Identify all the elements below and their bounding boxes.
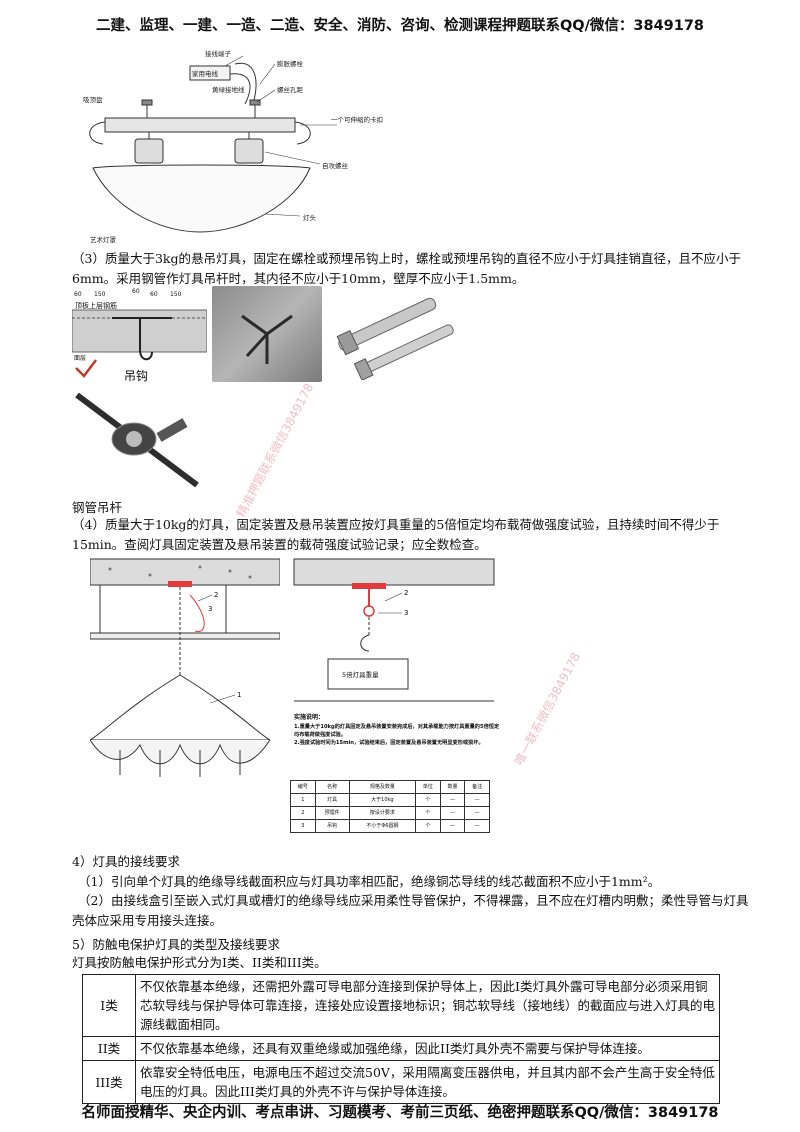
dim-5: 150: [170, 291, 182, 298]
cell: —: [464, 819, 490, 833]
section-5-title: 5）防触电保护灯具的类型及接线要求: [72, 937, 280, 952]
callout-3-right: 3: [404, 609, 408, 617]
note-line-1: 1.重量大于10kg的灯具固定及悬吊装置安装完成后，对其承载能力按灯具重量的5倍…: [294, 724, 500, 738]
cell: 3: [290, 819, 316, 833]
table-row: 1 灯具 大于10kg 个 — —: [290, 793, 490, 807]
steel-pipe-rod-photo: [72, 385, 212, 495]
cell: 1: [290, 793, 316, 807]
dim-4: 60: [150, 291, 158, 298]
section-5-intro: 灯具按防触电保护形式分为I类、II类和III类。: [72, 955, 327, 970]
cell: 大于10kg: [348, 793, 417, 807]
callout-3-left: 3: [208, 605, 212, 613]
note-lines: 1.重量大于10kg的灯具固定及悬吊装置安装完成后，对其承载能力按灯具重量的5倍…: [294, 723, 500, 747]
label-clip: 一个可伸缩的卡扣: [331, 115, 383, 124]
table-header-row: 编号 名称 规格及数量 单位 数量 备注: [290, 780, 490, 794]
cell: 2: [290, 806, 316, 820]
class-key: II类: [82, 1036, 136, 1061]
cell: 个: [415, 806, 441, 820]
section-4-title: 4）灯具的接线要求: [72, 854, 180, 869]
hook-section-diagram: 60 150 60 60 150 顶板上层钢筋 面层 吊钩: [72, 288, 207, 383]
protection-class-table: I类 不仅依靠基本绝缘，还需把外露可导电部分连接到保护导体上，因此I类灯具外露可…: [82, 974, 720, 1104]
callout-1-left: 1: [237, 691, 241, 699]
label-tapping-screw: 自攻螺丝: [322, 161, 349, 170]
label-surface: 面层: [74, 355, 86, 362]
dim-2: 150: [94, 291, 106, 298]
table-row: III类 依靠安全特低电压，电源电压不超过交流50V，采用隔离变压器供电，并且其…: [82, 1060, 720, 1104]
th-name: 名称: [314, 780, 350, 794]
watermark-2: 唯一联系微信3849178: [511, 650, 584, 768]
table-row: II类 不仅依靠基本绝缘，还具有双重绝缘或加强绝缘，因此II类灯具外壳不需要与保…: [82, 1036, 720, 1061]
cell: —: [439, 793, 466, 807]
page-header: 二建、监理、一建、一造、二造、安全、消防、咨询、检测课程押题联系QQ/微信：38…: [95, 18, 705, 34]
cell: —: [464, 793, 490, 807]
paragraph-3: （3）质量大于3kg的悬吊灯具，固定在螺栓或预埋吊钩上时，螺栓或预埋吊钩的直径不…: [72, 251, 741, 286]
th-no: 编号: [290, 780, 316, 794]
cell: 预埋件: [314, 806, 350, 820]
cell: 个: [415, 819, 441, 833]
load-test-diagram: 2 3 5倍灯具重量 实施说明： 1.重量大于10kg的灯具固定及悬吊装置安装完…: [290, 555, 500, 845]
label-expansion-bolt: 膨胀螺栓: [277, 59, 304, 68]
note-title: 实施说明：: [294, 713, 324, 721]
cell: —: [439, 806, 466, 820]
th-unit: 单位: [415, 780, 441, 794]
label-screw-spacing: 螺丝孔距: [277, 85, 304, 94]
chandelier-installation-diagram: 2 3 1: [90, 555, 280, 850]
dim-1: 60: [74, 291, 82, 298]
ceiling-lamp-diagram: 接线端子 家用电线 黄绿接地线 膨胀螺栓 吸顶盘 螺丝孔距 一个可伸缩的卡扣 自…: [75, 44, 395, 249]
watermark-1: 精准押题联系微信3849178: [233, 380, 317, 520]
equipment-table: 编号 名称 规格及数量 单位 数量 备注 1 灯具 大于10kg 个 — — 2…: [290, 780, 490, 833]
th-qty: 数量: [439, 780, 466, 794]
label-art-shade: 艺术灯罩: [90, 235, 117, 244]
class-key: III类: [82, 1060, 136, 1104]
th-remark: 备注: [464, 780, 490, 794]
th-spec: 规格及数量: [348, 780, 417, 794]
class-desc: 不仅依靠基本绝缘，还需把外露可导电部分连接到保护导体上，因此I类灯具外露可导电部…: [135, 974, 720, 1037]
cell: 按设计要求: [348, 806, 417, 820]
weight-box-label: 5倍灯具重量: [342, 670, 379, 679]
table-row: 3 吊钩 不小于Φ6圆钢 个 — —: [290, 819, 490, 833]
label-home-wire: 家用电线: [192, 69, 219, 78]
page-footer: 名师面授精华、央企内训、考点串讲、习题模考、考前三页纸、绝密押题联系QQ/微信：…: [81, 1105, 719, 1121]
dim-3: 60: [132, 288, 140, 295]
expansion-bolt-photo: [330, 290, 460, 381]
cell: 不小于Φ6圆钢: [348, 819, 417, 833]
section-4-para-2: （2）由接线盒引至嵌入式灯具或槽灯的绝缘导线应采用柔性导管保护，不得裸露，且不应…: [72, 893, 749, 928]
label-hook: 吊钩: [124, 369, 148, 383]
class-desc: 不仅依靠基本绝缘，还具有双重绝缘或加强绝缘，因此II类灯具外壳不需要与保护导体连…: [135, 1036, 720, 1061]
table-row: 2 预埋件 按设计要求 个 — —: [290, 806, 490, 820]
callout-2-left: 2: [214, 591, 218, 599]
cell: —: [439, 819, 466, 833]
label-rebar: 顶板上层钢筋: [75, 301, 117, 310]
cell: 个: [415, 793, 441, 807]
label-terminal: 接线端子: [205, 49, 232, 58]
section-4-para-1: （1）引向单个灯具的绝缘导线截面积应与灯具功率相匹配，绝缘铜芯导线的线芯截面积不…: [78, 874, 661, 889]
class-key: I类: [82, 974, 136, 1037]
note-line-2: 2.强度试验时间为15min，试验结束后，固定装置及悬吊装置无明显变形或损坏。: [294, 740, 484, 746]
paragraph-4: （4）质量大于10kg的灯具，固定装置及悬吊装置应按灯具重量的5倍恒定均布载荷做…: [72, 517, 720, 552]
class-desc: 依靠安全特低电压，电源电压不超过交流50V，采用隔离变压器供电，并且其内部不会产…: [135, 1060, 720, 1104]
label-ceiling-plate: 吸顶盘: [83, 95, 103, 104]
label-lamp-holder: 灯头: [303, 213, 317, 222]
cell: 灯具: [314, 793, 350, 807]
cell: 吊钩: [314, 819, 350, 833]
cell: —: [464, 806, 490, 820]
caption-pipe-rod: 钢管吊杆: [72, 500, 123, 515]
table-row: I类 不仅依靠基本绝缘，还需把外露可导电部分连接到保护导体上，因此I类灯具外露可…: [82, 974, 720, 1037]
hook-embedded-photo: [212, 286, 322, 382]
callout-2-right: 2: [404, 589, 408, 597]
label-ground-wire: 黄绿接地线: [212, 85, 245, 94]
